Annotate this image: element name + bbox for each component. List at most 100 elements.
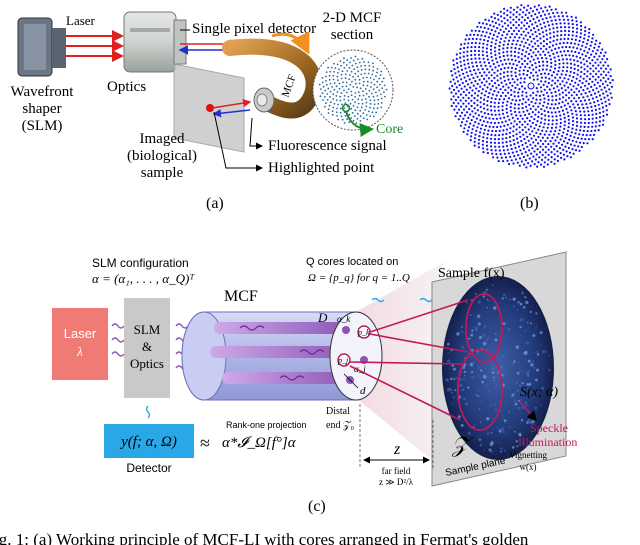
fermat-core-dot xyxy=(551,95,554,98)
fermat-core-dot xyxy=(532,37,536,40)
fermat-core-dot xyxy=(595,116,598,120)
fermat-core-dot xyxy=(479,131,482,134)
fermat-core-dot xyxy=(550,19,553,22)
speckle-dot xyxy=(466,301,468,304)
mcf-core-dot xyxy=(358,82,361,85)
fermat-core-dot xyxy=(570,66,573,69)
fermat-core-dot xyxy=(601,106,605,109)
fermat-core-dot xyxy=(466,83,470,86)
speckle-dot xyxy=(519,384,521,387)
speckle-dot xyxy=(525,404,528,407)
fermat-core-dot xyxy=(550,74,554,77)
fermat-core-dot xyxy=(550,156,553,159)
q-cores-line2: Ω = {p_q} for q = 1..Q xyxy=(308,272,410,284)
speckle-dot xyxy=(497,427,500,429)
fermat-core-dot xyxy=(468,91,471,94)
fermat-core-dot xyxy=(552,12,555,15)
fermat-core-dot xyxy=(505,104,508,107)
fermat-core-dot xyxy=(524,55,527,58)
svg-text:(biological): (biological) xyxy=(127,148,197,164)
fermat-core-dot xyxy=(598,124,601,127)
mcf-core-dot xyxy=(356,106,359,109)
fermat-core-dot xyxy=(469,86,472,89)
fermat-core-dot xyxy=(518,99,521,102)
mcf-c-label: MCF xyxy=(224,288,258,305)
mcf-core-dot xyxy=(324,105,326,108)
fermat-core-dot xyxy=(537,19,541,22)
speckle-dot xyxy=(483,450,485,452)
fermat-core-dot xyxy=(510,46,513,49)
z-label: z xyxy=(393,441,401,458)
mcf-core-dot xyxy=(358,61,361,64)
fermat-core-dot xyxy=(485,47,488,50)
fermat-core-dot xyxy=(578,90,581,93)
mcf-core-dot xyxy=(363,61,365,63)
fermat-core-dot xyxy=(467,97,470,100)
fermat-core-dot xyxy=(534,21,537,24)
mcf-core-dot xyxy=(332,98,335,100)
fermat-core-dot xyxy=(479,26,483,29)
speckle-dot xyxy=(469,314,472,317)
fermat-core-dot xyxy=(537,28,540,31)
fermat-core-dot xyxy=(583,33,586,36)
speckle-dot xyxy=(523,370,525,373)
speckle-dot xyxy=(548,368,551,372)
mcf-core-dot xyxy=(333,82,336,84)
fermat-core-dot xyxy=(514,146,517,149)
fermat-core-dot xyxy=(518,120,521,123)
fermat-core-dot xyxy=(495,153,498,156)
mcf-core-dot xyxy=(364,72,366,75)
mcf-core-dot xyxy=(337,79,339,82)
fermat-core-dot xyxy=(584,92,587,95)
fermat-core-dot xyxy=(545,42,549,46)
fermat-core-dot xyxy=(567,91,571,94)
mcf-core-dot xyxy=(370,86,372,88)
fermat-core-dot xyxy=(532,91,535,94)
fermat-core-dot xyxy=(604,51,607,54)
fermat-core-dot xyxy=(494,134,497,137)
fermat-core-dot xyxy=(470,104,473,108)
fermat-core-dot xyxy=(479,119,482,122)
fermat-core-dot xyxy=(515,15,518,19)
fermat-core-dot xyxy=(566,41,569,45)
fermat-core-dot xyxy=(567,37,570,41)
mcf-core-dot xyxy=(336,115,338,117)
fermat-core-dot xyxy=(543,122,546,125)
fermat-core-dot xyxy=(546,85,549,88)
fermat-core-dot xyxy=(507,152,510,155)
mcf-core-dot xyxy=(368,65,371,67)
mcf-core-dot xyxy=(344,77,347,79)
fermat-core-dot xyxy=(529,60,532,63)
mcf-core-dot xyxy=(354,92,357,94)
fermat-core-dot xyxy=(503,12,506,15)
rank-one-label: Rank-one projection xyxy=(226,420,307,430)
fermat-core-dot xyxy=(543,101,546,104)
S-label: S(x; α) xyxy=(520,385,558,400)
speckle-dot xyxy=(540,404,542,407)
fermat-core-dot xyxy=(524,13,527,16)
mcf-core-dot xyxy=(342,81,344,84)
fermat-core-dot xyxy=(584,118,587,121)
fermat-core-dot xyxy=(568,138,571,141)
fermat-core-dot xyxy=(570,42,573,45)
mcf-core-dot xyxy=(322,85,325,88)
fermat-core-dot xyxy=(569,70,572,73)
fermat-core-dot xyxy=(510,102,513,105)
mcf-core-dot xyxy=(377,103,380,105)
fermat-core-dot xyxy=(554,19,557,22)
fermat-core-dot xyxy=(591,117,594,120)
mcf-core-dot xyxy=(369,115,372,117)
fermat-core-dot xyxy=(538,32,541,36)
speckle-dot xyxy=(476,351,480,355)
fermat-core-dot xyxy=(560,87,563,90)
fermat-core-dot xyxy=(604,100,607,103)
fermat-core-dot xyxy=(481,139,485,143)
speckle-dot xyxy=(492,319,494,321)
speckle-dot xyxy=(513,360,516,363)
fermat-core-dot xyxy=(500,20,503,23)
fermat-core-dot xyxy=(512,13,515,16)
fermat-core-dot xyxy=(501,91,504,94)
fermat-core-dot xyxy=(507,66,510,69)
fermat-core-dot xyxy=(465,111,469,114)
fermat-core-dot xyxy=(572,120,575,123)
